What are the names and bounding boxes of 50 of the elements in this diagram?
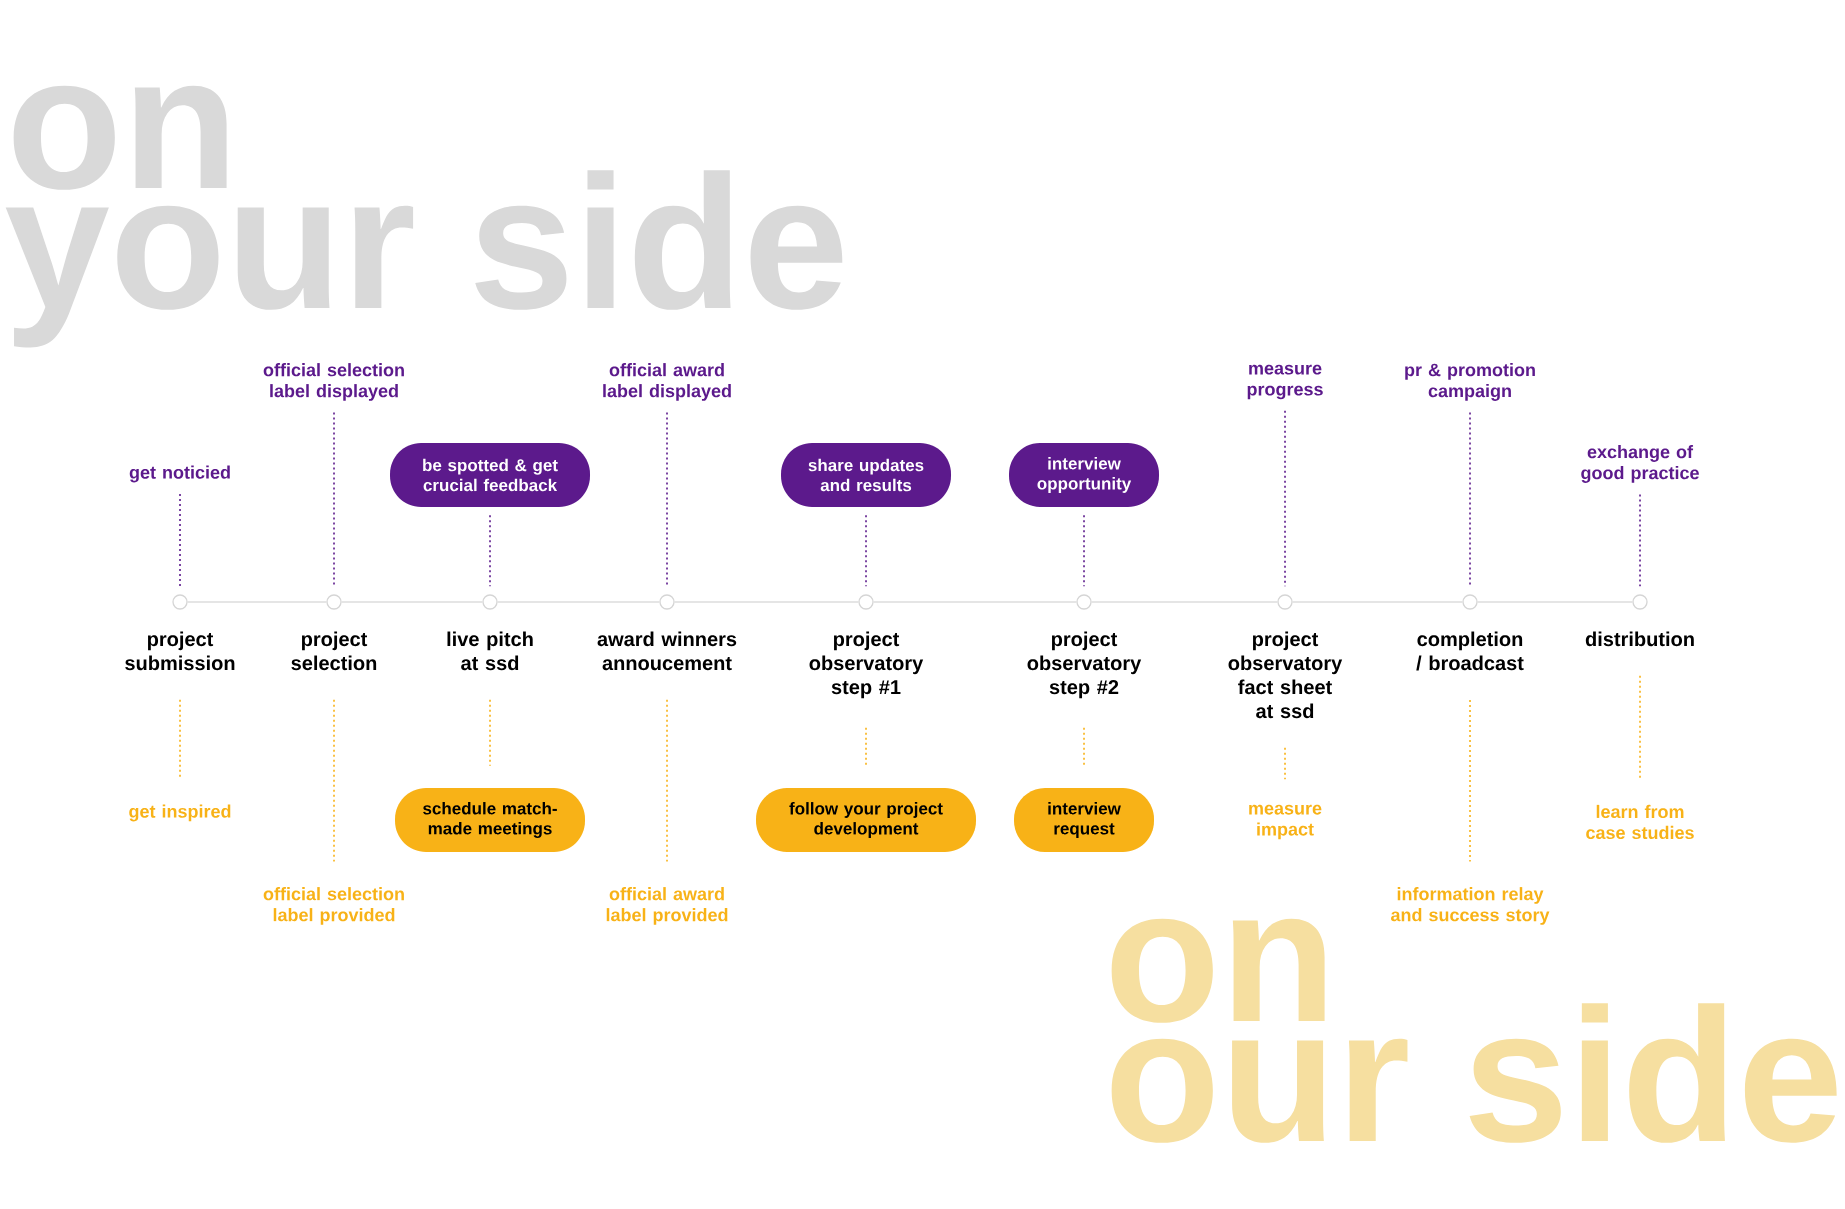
pill-label: interview request — [1014, 788, 1154, 852]
timeline-dot — [659, 594, 675, 610]
timeline-dot — [1277, 594, 1293, 610]
connector-line — [865, 514, 867, 588]
connector-line — [1469, 699, 1471, 863]
benefit-label: information relay and success story — [1391, 887, 1550, 925]
benefit-label: learn from case studies — [1586, 804, 1694, 840]
milestone-label: distribution — [1585, 631, 1694, 647]
benefit-label: pr & promotion campaign — [1405, 363, 1535, 401]
timeline-dot — [172, 594, 188, 610]
timeline-dot — [858, 594, 874, 610]
benefit-label: official award label displayed — [603, 363, 731, 401]
connector-line — [333, 698, 335, 863]
pill-label: follow your project development — [756, 788, 976, 852]
benefit-label: measure progress — [1247, 364, 1323, 400]
connector-line — [1284, 746, 1286, 781]
benefit-label: official award label provided — [606, 887, 728, 925]
connector-line — [1639, 674, 1641, 781]
benefit-label: exchange of good practice — [1581, 445, 1699, 483]
connector-line — [179, 493, 181, 588]
connector-line — [179, 698, 181, 780]
pill-label: share updates and results — [781, 443, 951, 507]
benefit-label: official selection label provided — [263, 887, 404, 925]
connector-line — [1083, 726, 1085, 767]
timeline-dot — [482, 594, 498, 610]
pill-label: schedule match-made meetings — [395, 788, 585, 852]
timeline-dot — [1632, 594, 1648, 610]
milestone-label: project observatory step #2 — [1027, 631, 1142, 699]
timeline-dot — [326, 594, 342, 610]
pill-label: interview opportunity — [1009, 443, 1159, 507]
benefit-label: get noticied — [129, 465, 230, 483]
benefit-label: official selection label displayed — [263, 363, 404, 401]
milestone-label: project selection — [291, 631, 377, 671]
milestone-label: live pitch at ssd — [447, 631, 533, 671]
benefit-label: measure impact — [1249, 804, 1322, 840]
connector-line — [865, 726, 867, 767]
connector-line — [666, 698, 668, 863]
benefit-label: get inspired — [129, 804, 231, 822]
timeline-dot — [1462, 594, 1478, 610]
timeline-dot — [1076, 594, 1092, 610]
connector-line — [1083, 514, 1085, 588]
connector-line — [489, 698, 491, 767]
connector-line — [1639, 493, 1641, 588]
milestone-label: award winners annoucement — [597, 631, 737, 671]
milestone-label: project observatory fact sheet at ssd — [1228, 631, 1343, 719]
pill-label: be spotted & get crucial feedback — [390, 443, 590, 507]
connector-line — [489, 514, 491, 588]
milestone-label: completion / broadcast — [1416, 631, 1524, 671]
milestone-label: project submission — [125, 631, 235, 671]
milestone-label: project observatory step #1 — [809, 631, 924, 699]
